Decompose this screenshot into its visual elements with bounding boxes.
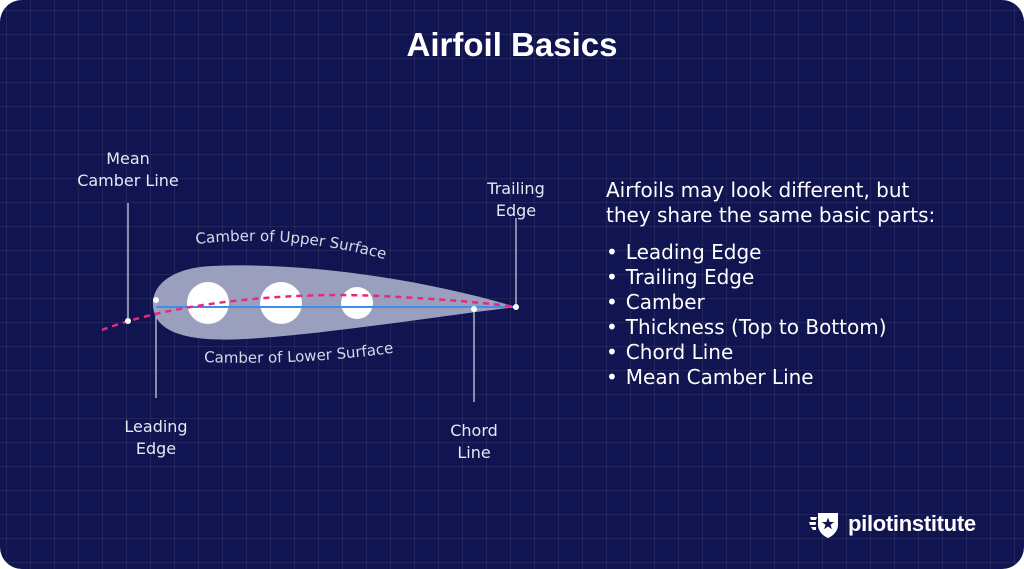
trailing-edge-dot [513,304,519,310]
list-item: Thickness (Top to Bottom) [606,315,1006,340]
mean-camber-line [101,293,517,332]
brand-name: pilotinstitute [848,511,976,536]
airfoil-shape [152,265,516,340]
chord-line-label: Chord Line [450,421,498,462]
list-item: Chord Line [606,340,1006,365]
thickness-circle-3 [341,287,373,319]
page-title: Airfoil Basics [406,26,618,63]
chord-line-dot [471,306,477,312]
leading-edge-label: Leading Edge [124,417,188,458]
mean-camber-dot [125,318,131,324]
list-item: Leading Edge [606,240,1006,265]
lower-camber-label: Camber of Lower Surface [204,339,394,367]
thickness-circle-1 [187,282,229,324]
brand-logo: pilotinstitute [808,507,976,541]
list-item: Mean Camber Line [606,365,1006,390]
parts-list: Leading Edge Trailing Edge Camber Thickn… [606,240,1006,390]
winged-star-badge-icon [809,513,838,538]
airfoil-parts-panel: Airfoils may look different, but they sh… [606,178,1006,390]
trailing-edge-label: Trailing Edge [487,179,545,220]
thickness-circle-2 [260,282,302,324]
leading-edge-dot [153,297,159,303]
mean-camber-line-label: Mean Camber Line [77,149,179,190]
upper-camber-label: Camber of Upper Surface [195,227,389,263]
parts-intro: Airfoils may look different, but they sh… [606,178,936,227]
list-item: Camber [606,290,1006,315]
list-item: Trailing Edge [606,265,1006,290]
